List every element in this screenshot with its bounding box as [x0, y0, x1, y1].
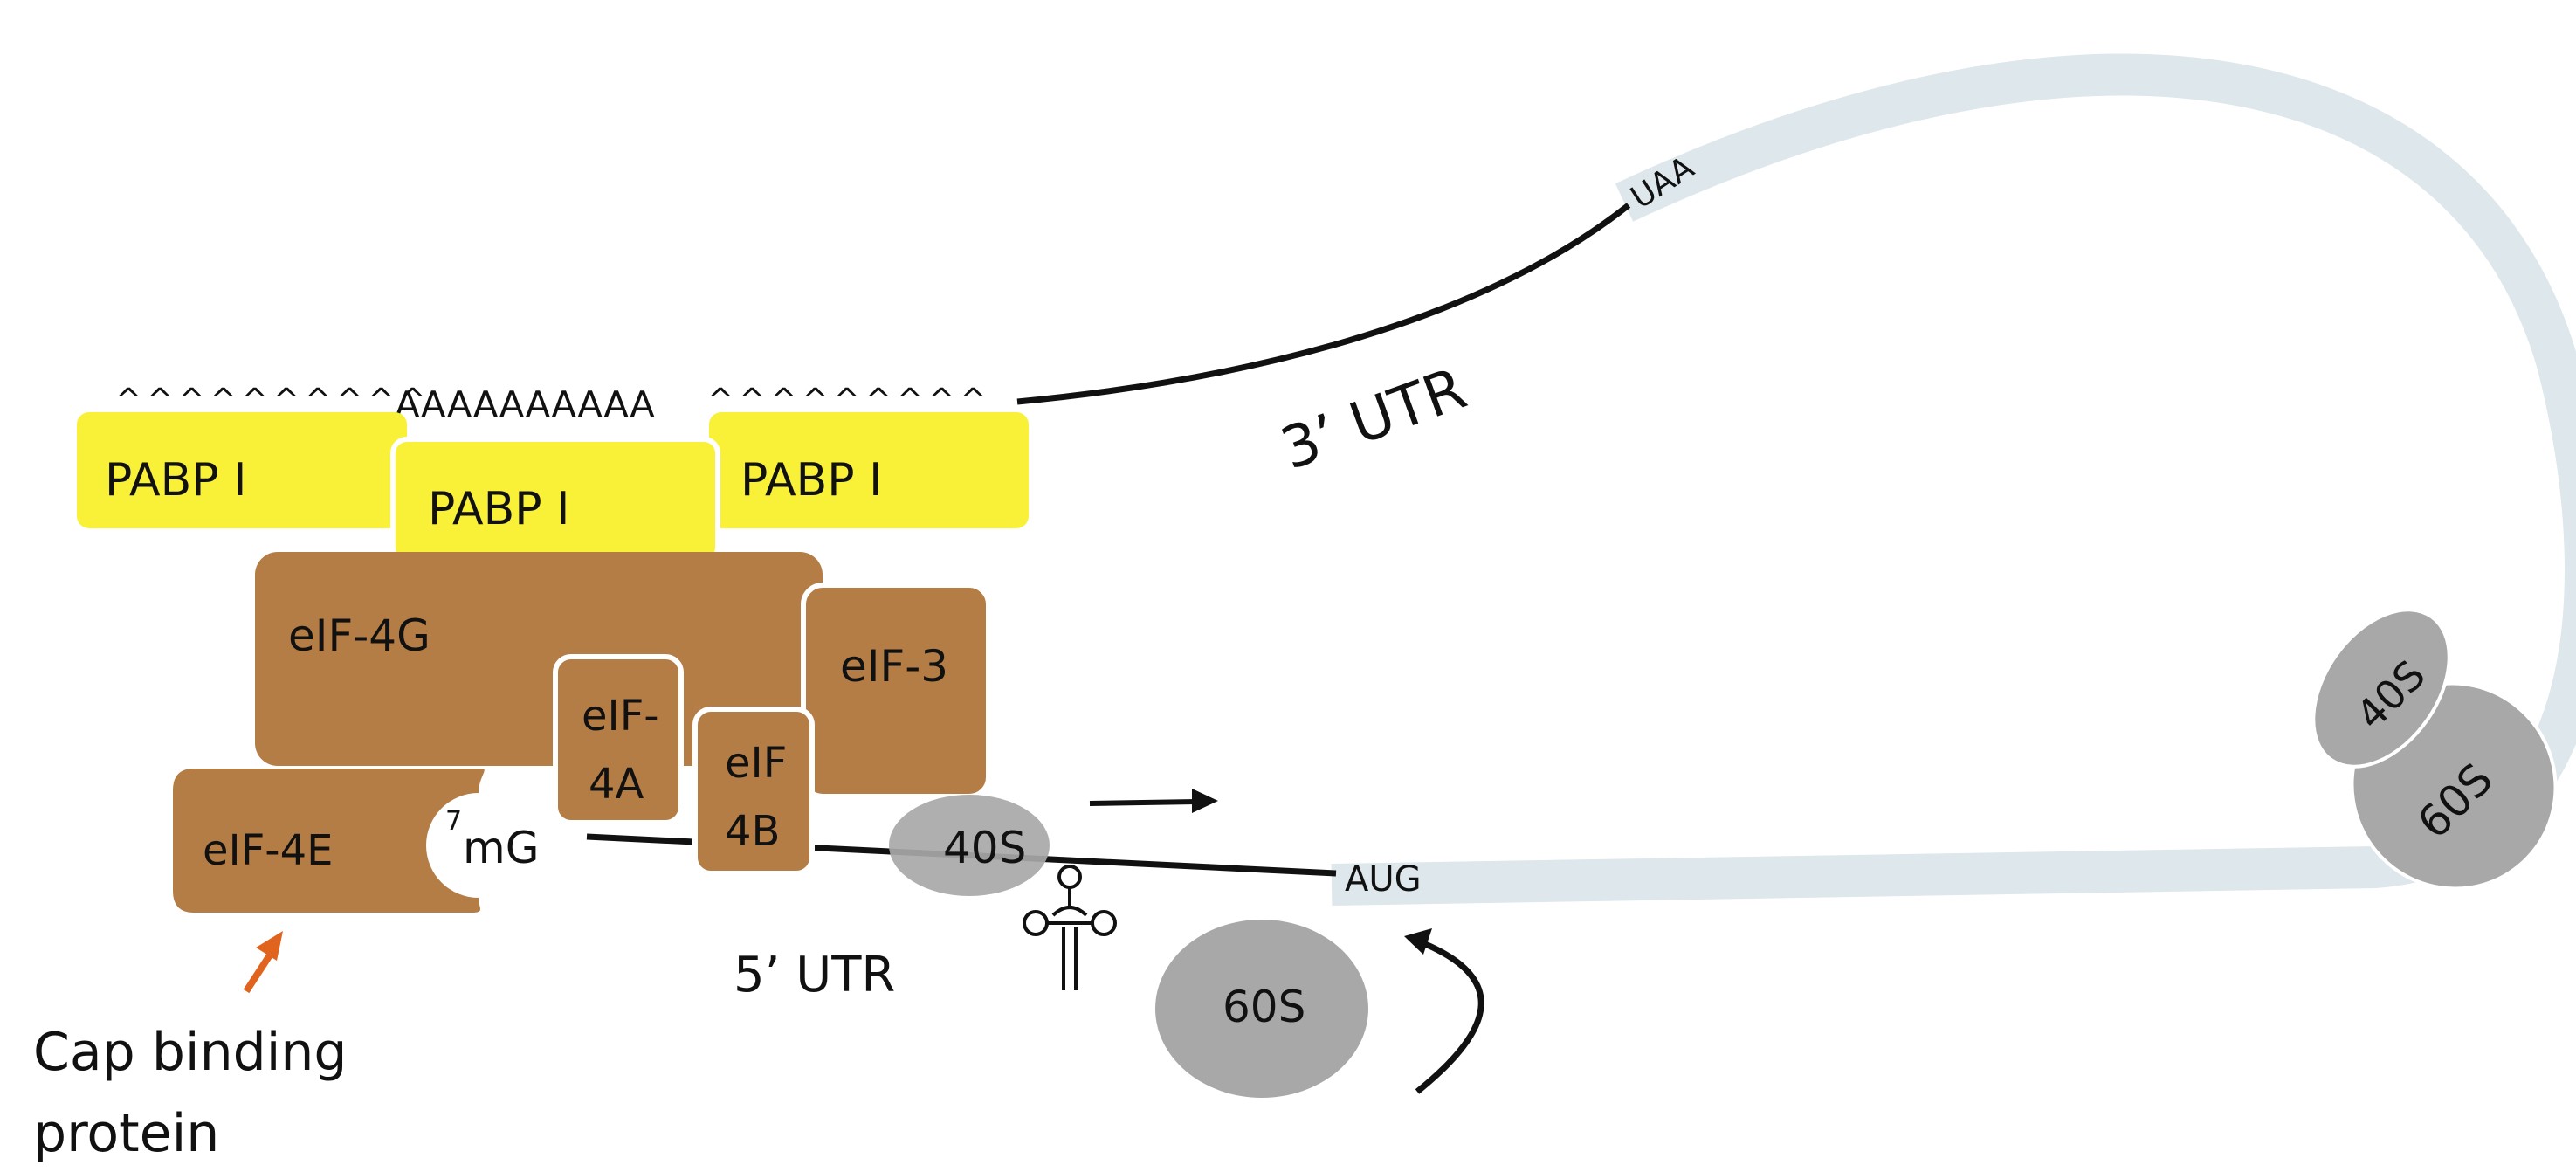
ribosome-60s-free-label: 60S: [1223, 982, 1305, 1032]
cap-label: mG: [463, 823, 539, 873]
join-arrow-head: [1404, 928, 1432, 955]
eif4a-label-1: eIF-: [582, 692, 659, 741]
utr3-label: 3’ UTR: [1272, 355, 1475, 483]
cap-binding-label-2: protein: [33, 1103, 219, 1164]
scan-arrow-head: [1192, 789, 1218, 813]
cap-superscript: 7: [445, 806, 462, 837]
polya-mid: AAAAAAAAAA: [395, 383, 655, 426]
utr3-line: [1017, 205, 1629, 402]
join-arrow: [1417, 941, 1481, 1092]
cap-binding-label-1: Cap binding: [33, 1022, 347, 1083]
start-codon-label: AUG: [1345, 859, 1422, 900]
cap-binding-arrow-shaft: [246, 954, 271, 991]
eif4b-label-1: eIF: [725, 739, 787, 788]
pabp-right-label: PABP I: [740, 454, 883, 507]
eif3-label: eIF-3: [840, 641, 948, 692]
ribosome-40s-initiating-label: 40S: [943, 823, 1026, 873]
eif4g-label: eIF-4G: [288, 610, 430, 661]
pabp-left-label: PABP I: [105, 454, 247, 507]
eif4a-label-2: 4A: [589, 760, 644, 809]
trna-icon: [1024, 866, 1115, 990]
pabp-mid-label: PABP I: [428, 483, 570, 535]
scan-arrow-shaft: [1090, 802, 1196, 803]
utr5-label: 5’ UTR: [734, 947, 895, 1003]
eif4e-label: eIF-4E: [203, 826, 333, 875]
eif4b-label-2: 4B: [725, 807, 780, 856]
